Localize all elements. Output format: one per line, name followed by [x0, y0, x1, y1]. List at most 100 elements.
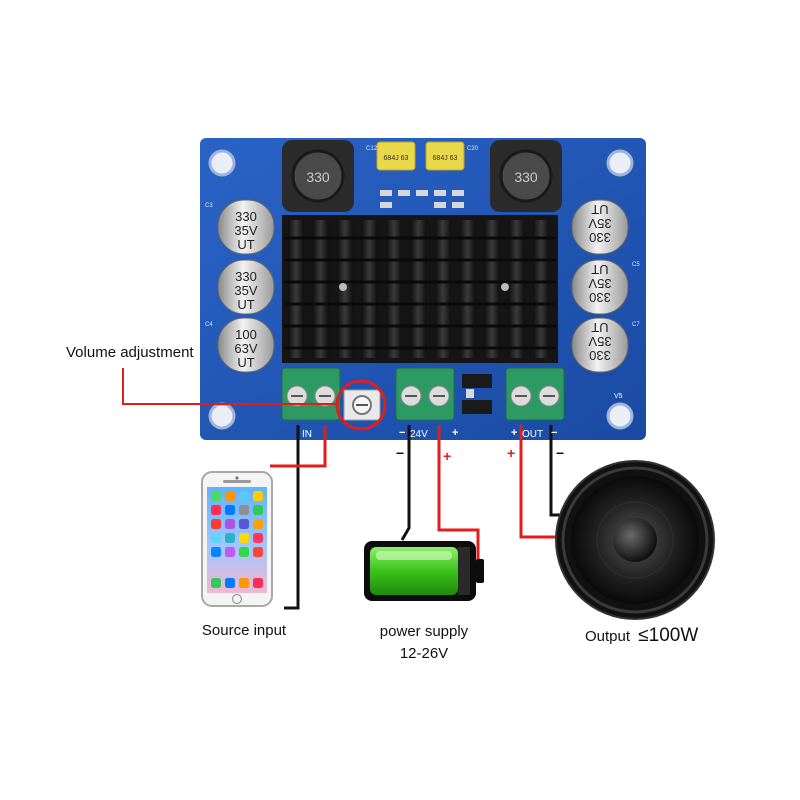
phone-app-icons [211, 491, 263, 588]
silk-c12: C12 [366, 146, 378, 152]
silk-24v: 24V [410, 429, 428, 440]
wire-input-ground [284, 425, 300, 610]
capacitor-left-2: 330 35V UT [217, 259, 275, 315]
dock-icon [239, 578, 249, 588]
heatsink-fin [288, 220, 304, 358]
terminal-out [505, 367, 565, 421]
cap-left-1-voltage: 35V [234, 223, 257, 238]
heatsink-fin [361, 220, 378, 358]
cap-right-3-value: 330 [589, 348, 611, 363]
dock-icon [225, 578, 235, 588]
heatsink-fin [459, 220, 476, 358]
heatsink-fin [435, 220, 451, 358]
cap-left-2-voltage: 35V [234, 283, 257, 298]
app-icon [239, 533, 249, 543]
app-icon [225, 547, 235, 557]
pcb-sign-minus: − [399, 427, 405, 439]
cap-right-3-voltage: 35V [588, 334, 611, 349]
volume-callout-line [122, 368, 337, 405]
app-icon [253, 491, 263, 501]
app-icon [225, 519, 235, 529]
cap-left-2-brand: UT [237, 297, 254, 312]
amplifier-board: 330 330 684J 63 684J 63 [200, 138, 646, 440]
sign-out-minus: − [556, 445, 564, 461]
cap-left-3-value: 100 [235, 327, 257, 342]
app-icon [225, 533, 235, 543]
film-cap-right-label: 684J 63 [433, 155, 458, 162]
mount-hole-bottom-right [606, 402, 634, 430]
silk-c20: C20 [467, 146, 479, 152]
silk-version: V5 [614, 393, 623, 400]
heatsink-fin [410, 220, 427, 358]
cap-left-1-value: 330 [235, 209, 257, 224]
inductor-right: 330 [490, 140, 562, 212]
silk-c7: C7 [632, 322, 640, 328]
pcb-sign-plus: + [452, 427, 458, 439]
film-cap-left: 684J 63 [376, 141, 416, 171]
cap-right-2-brand: UT [591, 262, 608, 277]
silk-out: OUT [522, 429, 543, 440]
app-icon [211, 491, 221, 501]
cap-right-1-voltage: 35V [588, 216, 611, 231]
terminal-in [281, 367, 341, 421]
smartphone-icon [201, 471, 273, 607]
cap-right-1-brand: UT [591, 202, 608, 217]
inductor-left-label: 330 [306, 169, 330, 185]
app-icon [253, 547, 263, 557]
dock-icon [253, 578, 263, 588]
capacitor-left-1: 330 35V UT [217, 199, 275, 255]
app-icon [239, 505, 249, 515]
diodes [462, 374, 492, 414]
pcb-sign-out-minus: − [551, 427, 557, 439]
wire-power-positive [437, 425, 480, 565]
app-icon [211, 547, 221, 557]
wire-power-negative [400, 425, 411, 541]
cap-left-3-brand: UT [237, 355, 254, 370]
film-cap-right: 684J 63 [425, 141, 465, 171]
app-icon [239, 519, 249, 529]
sign-power-minus: − [396, 445, 404, 461]
mount-hole-top-left [208, 149, 236, 177]
power-supply-label: power supply [379, 623, 469, 640]
capacitor-right-2: 330 35V UT [571, 259, 629, 315]
cap-right-1-value: 330 [589, 230, 611, 245]
app-icon [253, 505, 263, 515]
speaker-icon [555, 460, 715, 620]
cap-left-2-value: 330 [235, 269, 257, 284]
app-icon [225, 505, 235, 515]
silk-c4: C4 [205, 322, 213, 328]
cap-right-2-value: 330 [589, 290, 611, 305]
cap-right-2-voltage: 35V [588, 276, 611, 291]
volume-callout [122, 368, 387, 431]
capacitor-left-3: 100 63V UT [217, 317, 275, 373]
silk-c3: C3 [205, 203, 213, 209]
app-icon [211, 533, 221, 543]
battery-icon [364, 541, 484, 601]
output-power-label: ≤100W [638, 625, 699, 646]
heatsink [282, 215, 558, 363]
heatsink-fin [484, 220, 500, 358]
app-icon [239, 547, 249, 557]
cap-right-3-brand: UT [591, 320, 608, 335]
source-input-label: Source input [201, 622, 287, 639]
terminal-24v [395, 367, 455, 421]
smd-components [380, 190, 464, 208]
output-label-text: Output [585, 628, 631, 645]
mount-hole-top-right [606, 149, 634, 177]
app-icon [253, 519, 263, 529]
app-icon [225, 491, 235, 501]
inductor-right-label: 330 [514, 169, 538, 185]
app-icon [253, 533, 263, 543]
cap-left-3-voltage: 63V [234, 341, 257, 356]
silk-c5: C5 [632, 262, 640, 268]
wire-input-signal [270, 425, 327, 468]
sign-out-plus: + [507, 445, 515, 461]
output-label: Output ≤100W [585, 625, 698, 647]
mount-hole-bottom-left [208, 402, 236, 430]
heatsink-fin [386, 220, 402, 358]
heatsink-fin [508, 220, 525, 358]
cap-left-1-brand: UT [237, 237, 254, 252]
dock-icon [211, 578, 221, 588]
pcb-sign-out-plus: + [511, 427, 517, 439]
